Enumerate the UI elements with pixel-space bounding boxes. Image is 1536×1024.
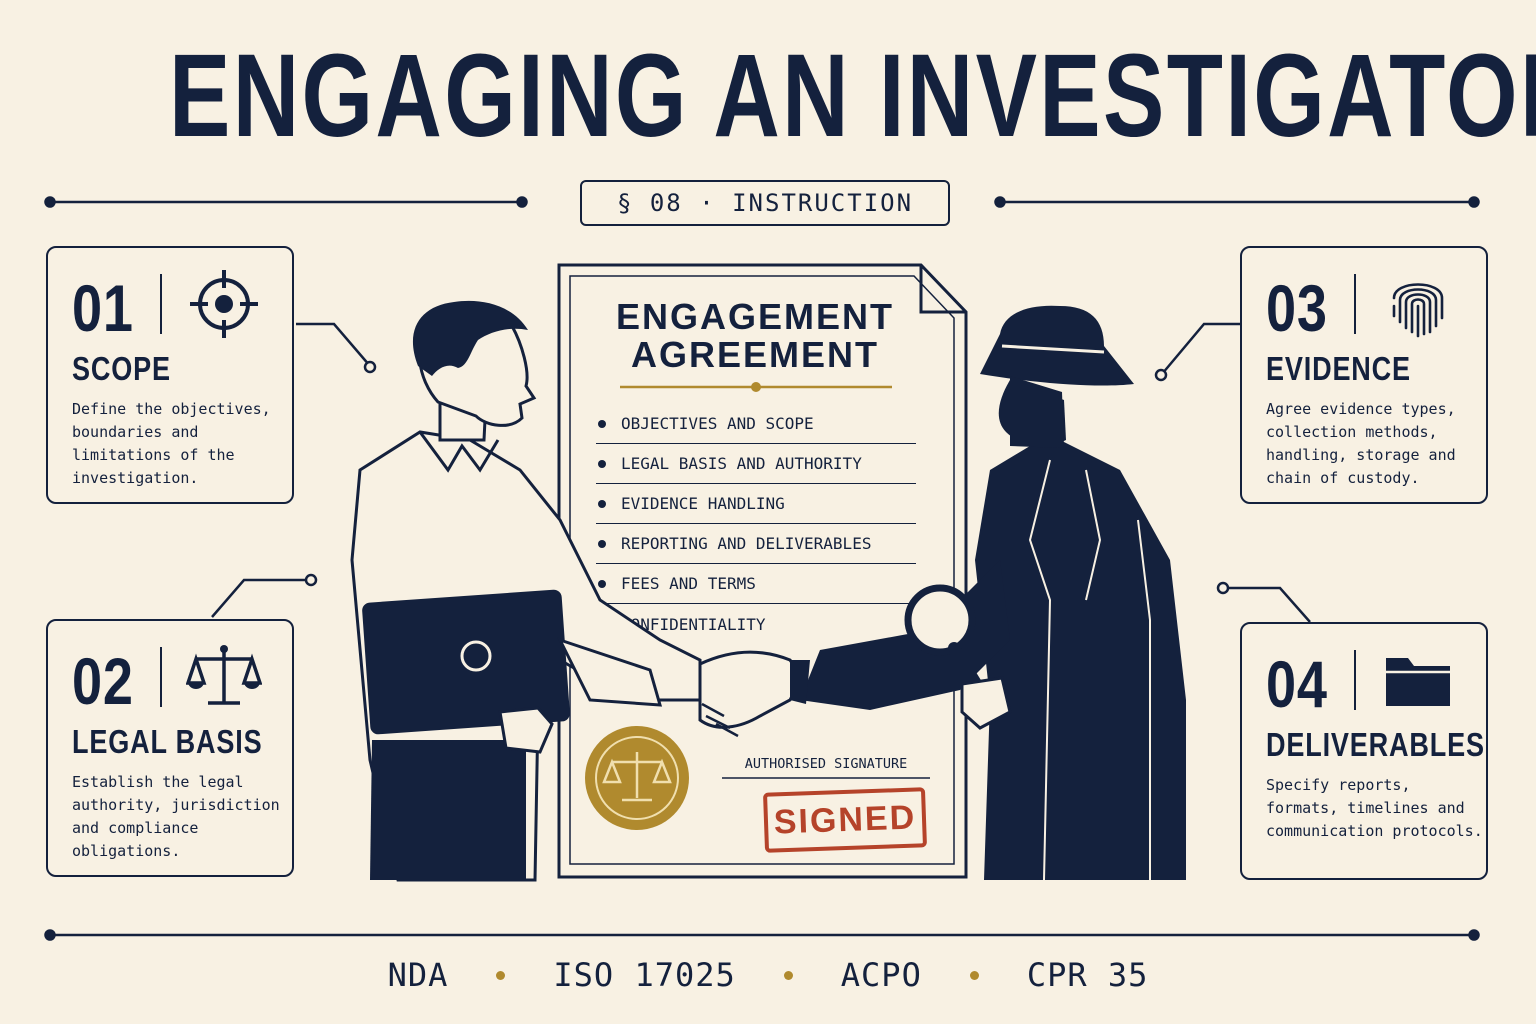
document-item: LEGAL BASIS AND AUTHORITY — [596, 444, 916, 484]
card-description: Specify reports, formats, timelines and … — [1266, 776, 1483, 840]
footer-separator-dot — [496, 970, 506, 980]
card-number: 02 — [72, 644, 134, 718]
footer-item: CPR 35 — [1026, 956, 1149, 994]
handshake-hands — [698, 650, 810, 738]
document-heading-line1: ENGAGEMENT — [615, 296, 894, 337]
document-item: EVIDENCE HANDLING — [596, 484, 916, 524]
footer-separator-dot — [783, 970, 793, 980]
signed-stamp: SIGNED — [763, 787, 927, 853]
card-number: 04 — [1266, 647, 1328, 721]
target-icon — [190, 270, 258, 338]
card-number: 01 — [72, 271, 134, 345]
card-evidence: 03 EVIDENCE Agree evidence types, collec… — [1240, 246, 1488, 504]
document-heading: ENGAGEMENT AGREEMENT — [580, 298, 930, 374]
card-legal-basis: 02 LEGAL BASIS Establish the legal autho… — [46, 619, 294, 877]
footer-standards: NDA ISO 17025 ACPO CPR 35 — [0, 950, 1536, 1000]
footer-separator-dot — [969, 970, 979, 980]
card-description: Define the objectives, boundaries and li… — [72, 400, 271, 487]
section-tag: § 08 · INSTRUCTION — [580, 180, 950, 226]
card-scope: 01 SCOPE Define the objectives, boundari… — [46, 246, 294, 504]
fingerprint-icon — [1392, 283, 1444, 338]
signature-label: AUTHORISED SIGNATURE — [744, 756, 908, 772]
document-item-list: OBJECTIVES AND SCOPE LEGAL BASIS AND AUT… — [596, 404, 916, 644]
folder-icon — [1386, 658, 1450, 706]
card-divider — [160, 647, 162, 707]
card-heading: EVIDENCE — [1266, 350, 1411, 387]
document-item: REPORTING AND DELIVERABLES — [596, 524, 916, 564]
card-heading: LEGAL BASIS — [72, 723, 263, 760]
card-deliverables: 04 DELIVERABLES Specify reports, formats… — [1240, 622, 1488, 880]
card-divider — [1354, 650, 1356, 710]
document-item: OBJECTIVES AND SCOPE — [596, 404, 916, 444]
card-divider — [160, 274, 162, 334]
footer-item: NDA — [387, 956, 449, 994]
card-description: Establish the legal authority, jurisdict… — [72, 773, 280, 860]
card-heading: SCOPE — [72, 350, 171, 387]
scales-icon — [186, 645, 262, 705]
card-divider — [1354, 274, 1356, 334]
investigator-figure — [800, 305, 1186, 881]
card-heading: DELIVERABLES — [1266, 726, 1485, 763]
document-heading-line2: AGREEMENT — [630, 334, 879, 375]
page-title: ENGAGING AN INVESTIGATOR — [168, 30, 1536, 162]
footer-item: ACPO — [840, 956, 922, 994]
document-item: FEES AND TERMS — [596, 564, 916, 604]
footer-item: ISO 17025 — [553, 956, 736, 994]
client-figure — [350, 300, 702, 882]
card-description: Agree evidence types, collection methods… — [1266, 400, 1456, 487]
document-item: CONFIDENTIALITY — [621, 614, 766, 634]
gold-seal-icon — [585, 726, 689, 830]
card-number: 03 — [1266, 271, 1328, 345]
